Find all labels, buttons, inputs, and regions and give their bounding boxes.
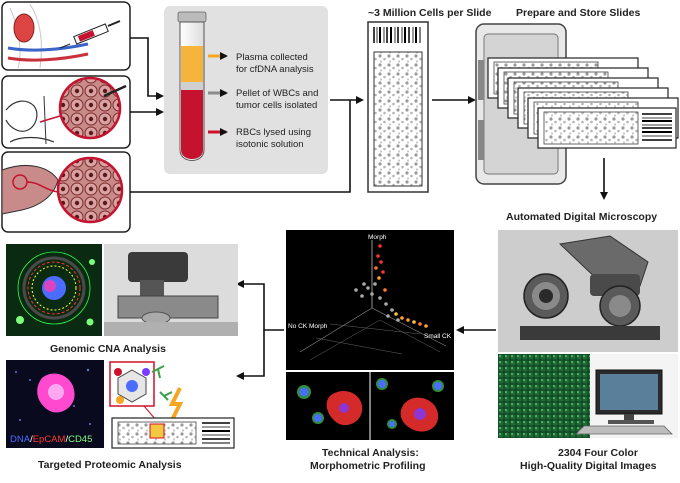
legend-sep1: /: [30, 434, 33, 445]
legend-sep2: /: [65, 434, 68, 445]
microscopy-label: Automated Digital Microscopy: [506, 211, 657, 223]
sample-connectors: [130, 37, 351, 193]
morphometric-plot: Morph No CK Morph Small CK: [286, 230, 454, 370]
glass-slide: [367, 21, 429, 193]
blood-tube-box: Plasma collected for cfDNA analysis Pell…: [164, 6, 328, 174]
genomic-cna-panel: [6, 244, 102, 336]
images-label-line2: High-Quality Digital Images: [520, 460, 657, 472]
digital-images-photo: [498, 354, 678, 438]
legend-cd45: CD45: [68, 434, 92, 445]
microscope-photo: [498, 230, 678, 352]
stain-legend: DNA/EpCAM/CD45: [10, 434, 92, 445]
analysis-branch-arrows: [236, 280, 284, 380]
tumor-tissue-panel: [1, 151, 131, 233]
plot-label-left: No CK Morph: [288, 323, 328, 330]
legend-epcam: EpCAM: [33, 434, 66, 445]
legend-dna: DNA: [10, 434, 31, 445]
rbc-label-line1: RBCs lysed using: [236, 127, 311, 138]
syringe-icon: [59, 20, 121, 49]
prepare-store-label: Prepare and Store Slides: [516, 7, 640, 19]
cell-images: [286, 372, 454, 440]
rbc-label-line2: isotonic solution: [236, 139, 304, 150]
proteomic-panel: DNA/EpCAM/CD45: [6, 360, 104, 448]
proteomic-slide: [111, 417, 235, 449]
plasma-label-line1: Plasma collected: [236, 52, 308, 63]
genomic-label: Genomic CNA Analysis: [50, 343, 166, 355]
lab-equipment-photo: [104, 244, 238, 336]
pellet-label-line2: tumor cells isolated: [236, 100, 317, 111]
barcode-icon: [372, 26, 424, 44]
plasma-label-line2: for cfDNA analysis: [236, 64, 314, 75]
stored-slides-stack: [487, 57, 679, 149]
antibody-schematic: [109, 361, 184, 421]
blood-tube: [177, 11, 207, 161]
plot-label-right: Small CK: [424, 333, 452, 340]
images-label-line1: 2304 Four Color: [558, 447, 638, 459]
bone-marrow-panel: [1, 75, 131, 149]
pellet-label-line1: Pellet of WBCs and: [236, 88, 318, 99]
technical-label-line2: Morphometric Profiling: [310, 460, 426, 472]
cells-per-slide-label: ~3 Million Cells per Slide: [368, 7, 492, 19]
plot-points: [354, 244, 428, 328]
lightning-icon: [168, 387, 184, 421]
proteomic-label: Targeted Proteomic Analysis: [38, 459, 182, 471]
technical-label-line1: Technical Analysis:: [322, 447, 419, 459]
blood-draw-panel: [1, 1, 131, 71]
plot-label-top: Morph: [368, 234, 387, 241]
computer-icon: [575, 369, 673, 435]
